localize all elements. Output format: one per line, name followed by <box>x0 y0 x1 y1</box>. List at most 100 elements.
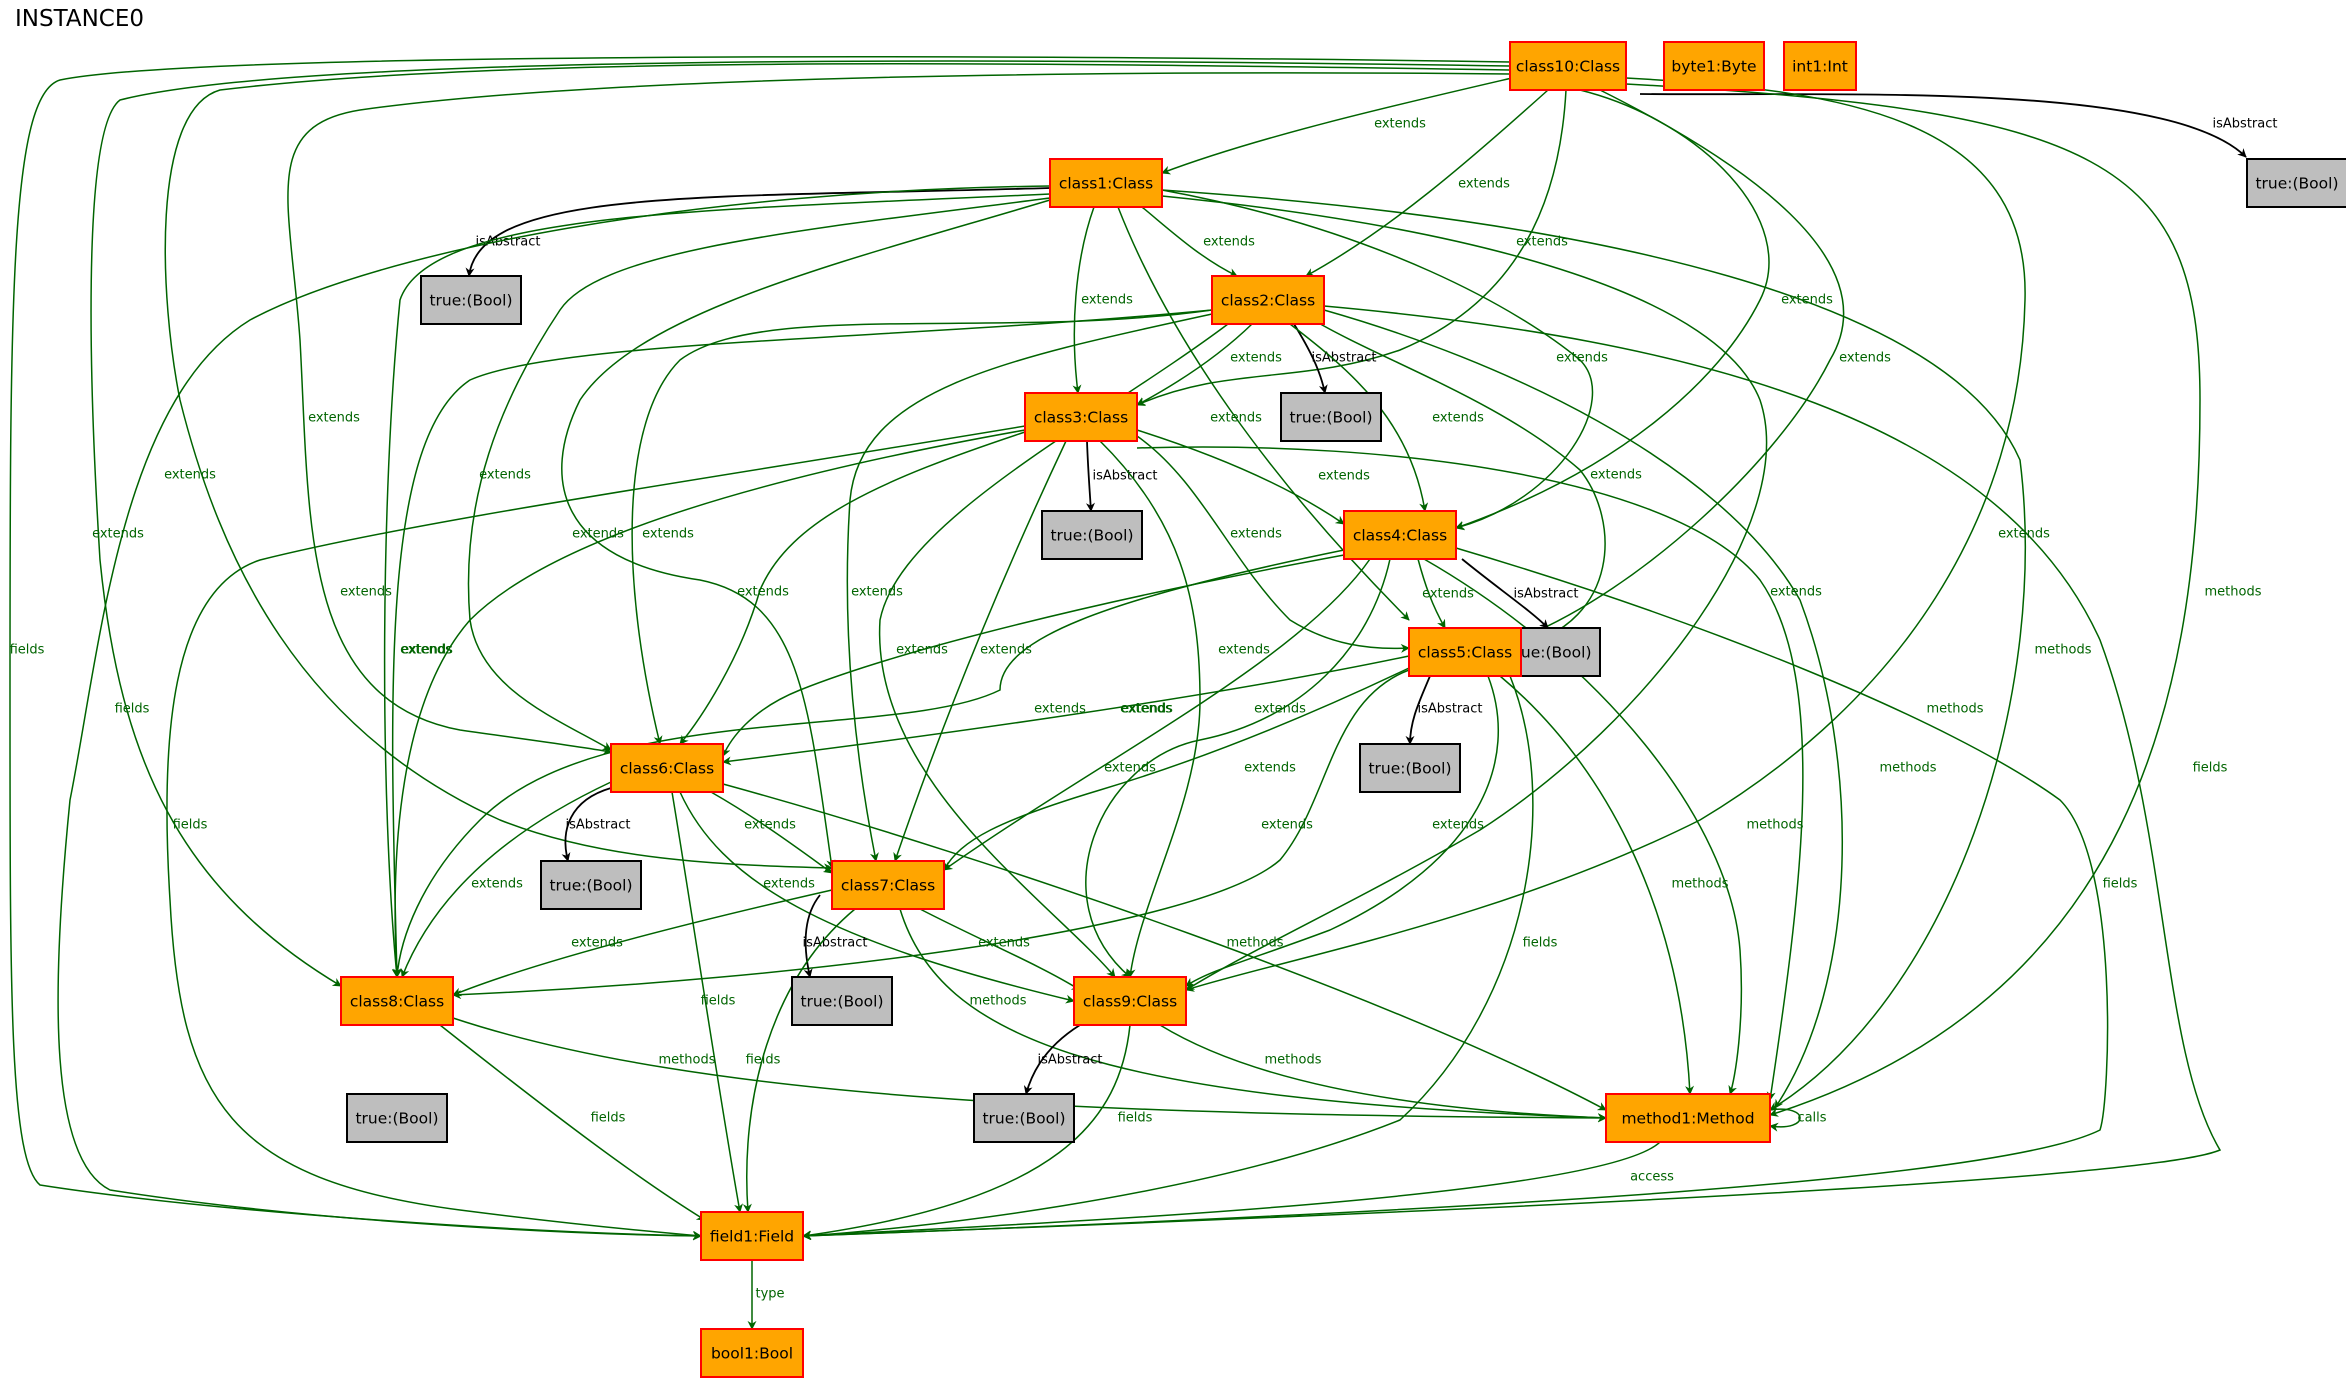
node-box[interactable] <box>1073 976 1187 1026</box>
node-box[interactable] <box>340 976 454 1026</box>
node-tb6[interactable]: true:(Bool) <box>540 860 642 910</box>
node-tb5[interactable]: true:(Bool) <box>1359 743 1461 793</box>
node-class10[interactable]: class10:Class <box>1509 41 1627 91</box>
node-class1[interactable]: class1:Class <box>1049 158 1163 208</box>
node-byte1[interactable]: byte1:Byte <box>1663 41 1765 91</box>
edge-class2-class3: extends <box>1136 323 1282 406</box>
edge-class5-class6: extends <box>722 655 1410 766</box>
node-int1[interactable]: int1:Int <box>1783 41 1857 91</box>
edge-line <box>9 56 1511 1241</box>
node-box[interactable] <box>1408 627 1522 677</box>
node-tb9[interactable]: true:(Bool) <box>973 1093 1075 1143</box>
edge-label: fields <box>1118 1111 1153 1126</box>
edge-label: extends <box>1230 527 1282 542</box>
node-box[interactable] <box>1343 510 1457 560</box>
node-class7[interactable]: class7:Class <box>831 860 945 910</box>
node-label: bool1:Bool <box>711 1345 793 1363</box>
node-class8[interactable]: class8:Class <box>340 976 454 1026</box>
edge-class6-method1: methods <box>722 783 1607 1111</box>
node-class9[interactable]: class9:Class <box>1073 976 1187 1026</box>
node-box[interactable] <box>1783 41 1857 91</box>
edge-label: extends <box>744 818 796 833</box>
edge-class10-field1: fields <box>9 56 1511 1241</box>
bool-value-box[interactable] <box>540 860 642 910</box>
bool-value-box[interactable] <box>2246 158 2346 208</box>
edge-class10-method1: methods <box>1625 83 2262 1117</box>
edge-line <box>561 199 1051 869</box>
edge-line <box>1161 195 1768 991</box>
edge-line <box>1085 558 1391 978</box>
node-box[interactable] <box>1663 41 1765 91</box>
edge-line <box>943 667 1410 871</box>
edge-line <box>803 894 821 978</box>
edge-line <box>166 425 1026 1240</box>
bool-value-box[interactable] <box>791 976 893 1026</box>
edge-class1-field1: fields <box>57 185 1051 1241</box>
node-class3[interactable]: class3:Class <box>1024 392 1138 442</box>
edge-class3-tb3: isAbstract <box>1086 440 1158 512</box>
edge-class10-class7: extends <box>164 63 1511 873</box>
edge-class6-class7: extends <box>710 791 833 874</box>
node-box[interactable] <box>610 743 724 793</box>
node-field1[interactable]: field1:Field <box>700 1211 804 1261</box>
edge-label: methods <box>1265 1053 1322 1068</box>
edge-label: extends <box>978 936 1030 951</box>
edge-label: extends <box>471 877 523 892</box>
node-tb2[interactable]: true:(Bool) <box>1280 392 1382 442</box>
edge-label: methods <box>659 1053 716 1068</box>
node-box[interactable] <box>1211 275 1325 325</box>
edge-label: extends <box>1556 351 1608 366</box>
edge-class1-class8: extends <box>340 193 1051 978</box>
edge-line <box>393 549 1345 978</box>
edge-label: extends <box>1422 587 1474 602</box>
node-label: class6:Class <box>620 760 714 778</box>
edge-line <box>1309 317 1606 649</box>
edge-label: fields <box>115 702 150 717</box>
edge-line <box>1161 77 1513 175</box>
edge-class2-method1: methods <box>1323 309 1984 1109</box>
diagram-title: INSTANCE0 <box>15 6 145 32</box>
bool-value-box[interactable] <box>346 1093 448 1143</box>
edge-class5-tb5: isAbstract <box>1405 675 1482 745</box>
edge-line <box>679 431 1026 745</box>
bool-value-box[interactable] <box>973 1093 1075 1143</box>
edge-line <box>1185 675 1500 987</box>
node-tb1[interactable]: true:(Bool) <box>420 275 522 325</box>
bool-value-box[interactable] <box>1280 392 1382 442</box>
edge-label: extends <box>1254 702 1306 717</box>
node-box[interactable] <box>700 1328 804 1378</box>
node-tb8[interactable]: true:(Bool) <box>346 1093 448 1143</box>
edge-label: methods <box>1747 818 1804 833</box>
edge-line <box>1461 558 1549 629</box>
edge-label: access <box>1630 1170 1674 1185</box>
node-class6[interactable]: class6:Class <box>610 743 724 793</box>
bool-value-box[interactable] <box>1359 743 1461 793</box>
edge-label: extends <box>1104 761 1156 776</box>
edge-label: extends <box>1218 643 1270 658</box>
node-class5[interactable]: class5:Class <box>1408 627 1522 677</box>
bool-value-box[interactable] <box>1041 510 1143 560</box>
node-tb10[interactable]: true:(Bool) <box>2246 158 2346 208</box>
node-box[interactable] <box>1605 1093 1771 1143</box>
bool-value-box[interactable] <box>420 275 522 325</box>
node-class4[interactable]: class4:Class <box>1343 510 1457 560</box>
edge-label: extends <box>1210 411 1262 426</box>
edge-label: methods <box>1672 877 1729 892</box>
node-tb7[interactable]: true:(Bool) <box>791 976 893 1026</box>
edge-label: isAbstract <box>1093 469 1158 484</box>
edge-label: extends <box>763 877 815 892</box>
node-tb3[interactable]: true:(Bool) <box>1041 510 1143 560</box>
node-bool1[interactable]: bool1:Bool <box>700 1328 804 1378</box>
edge-line <box>1159 1024 1607 1123</box>
edge-label: extends <box>642 527 694 542</box>
node-box[interactable] <box>1049 158 1163 208</box>
node-box[interactable] <box>1509 41 1627 91</box>
node-box[interactable] <box>1024 392 1138 442</box>
node-box[interactable] <box>831 860 945 910</box>
node-box[interactable] <box>700 1211 804 1261</box>
edge-line <box>287 72 1511 756</box>
edge-class6-tb6: isAbstract <box>561 787 630 862</box>
edge-class2-tb2: isAbstract <box>1293 323 1376 394</box>
node-method1[interactable]: method1:Method <box>1605 1093 1771 1143</box>
node-class2[interactable]: class2:Class <box>1211 275 1325 325</box>
